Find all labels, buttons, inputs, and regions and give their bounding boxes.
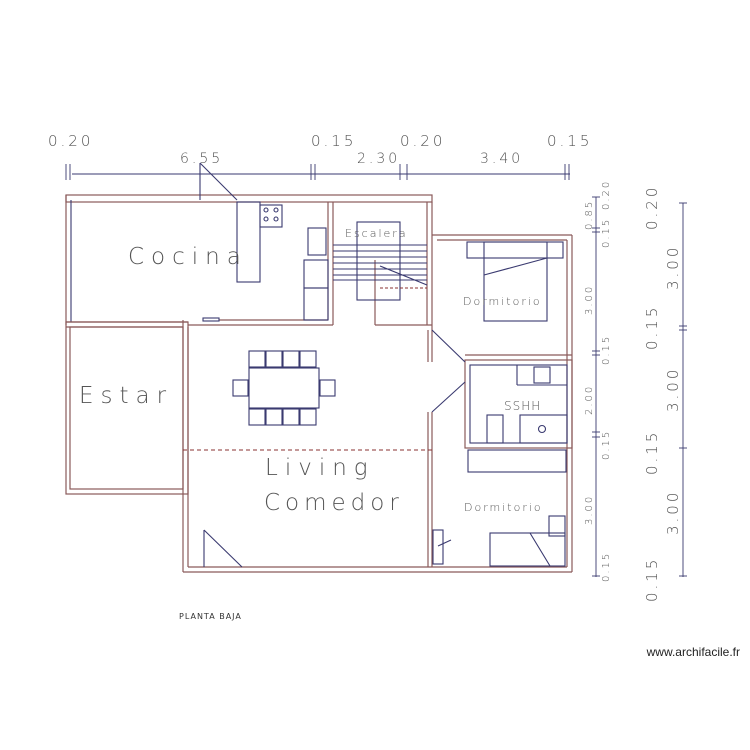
dim-wall-3: 0.20: [400, 132, 445, 150]
room-label-living: Living: [265, 455, 375, 481]
plan-title: PLANTA BAJA: [179, 612, 242, 621]
rdim-outer-4: 3.00: [664, 367, 682, 412]
entrance-door: [203, 529, 243, 568]
room-label-cocina: Cocina: [128, 244, 248, 270]
dim-span-2: 2.30: [357, 151, 400, 167]
rdim-outer-3: 0.15: [643, 305, 661, 350]
rdim-inner-6: 2.00: [584, 385, 595, 415]
room-label-sshh: SSHH: [504, 399, 541, 413]
rdim-outer-5: 0.15: [643, 430, 661, 475]
bathroom-fixtures: [431, 365, 568, 473]
top-dimension-line: [65, 164, 570, 180]
dim-span-1: 6.55: [180, 151, 223, 167]
stairs: [333, 221, 428, 301]
bed-1: [431, 241, 564, 363]
dim-span-3: 3.40: [480, 151, 523, 167]
dim-wall-2: 0.15: [311, 132, 356, 150]
room-label-dormitorio-2: Dormitorio: [464, 501, 543, 514]
dim-wall-1: 0.20: [48, 132, 93, 150]
rdim-outer-1: 0.20: [643, 185, 661, 230]
bed-2: [432, 515, 566, 567]
room-label-comedor: Comedor: [264, 490, 404, 516]
watermark: www.archifacile.fr: [646, 645, 740, 659]
rdim-outer-6: 3.00: [664, 490, 682, 535]
rdim-inner-9: 0.15: [601, 552, 612, 582]
rdim-outer-2: 3.00: [664, 245, 682, 290]
dining-table-set: [232, 350, 336, 426]
rdim-inner-7: 0.15: [601, 430, 612, 460]
rdim-outer-7: 0.15: [643, 557, 661, 602]
walls: [65, 194, 573, 573]
room-label-dormitorio-1: Dormitorio: [463, 295, 542, 308]
rdim-inner-8: 3.00: [584, 495, 595, 525]
rdim-inner-2: 0.85: [584, 200, 595, 230]
rdim-inner-5: 0.15: [601, 335, 612, 365]
right-dimension-lines: [592, 196, 687, 577]
kitchen-furniture: [199, 162, 329, 322]
room-label-estar: Estar: [79, 383, 173, 409]
dim-wall-4: 0.15: [547, 132, 592, 150]
rdim-inner-1: 0.20: [601, 180, 612, 210]
rdim-inner-4: 3.00: [584, 285, 595, 315]
room-label-escalera: Escalera: [345, 227, 408, 240]
rdim-inner-3: 0.15: [601, 218, 612, 248]
